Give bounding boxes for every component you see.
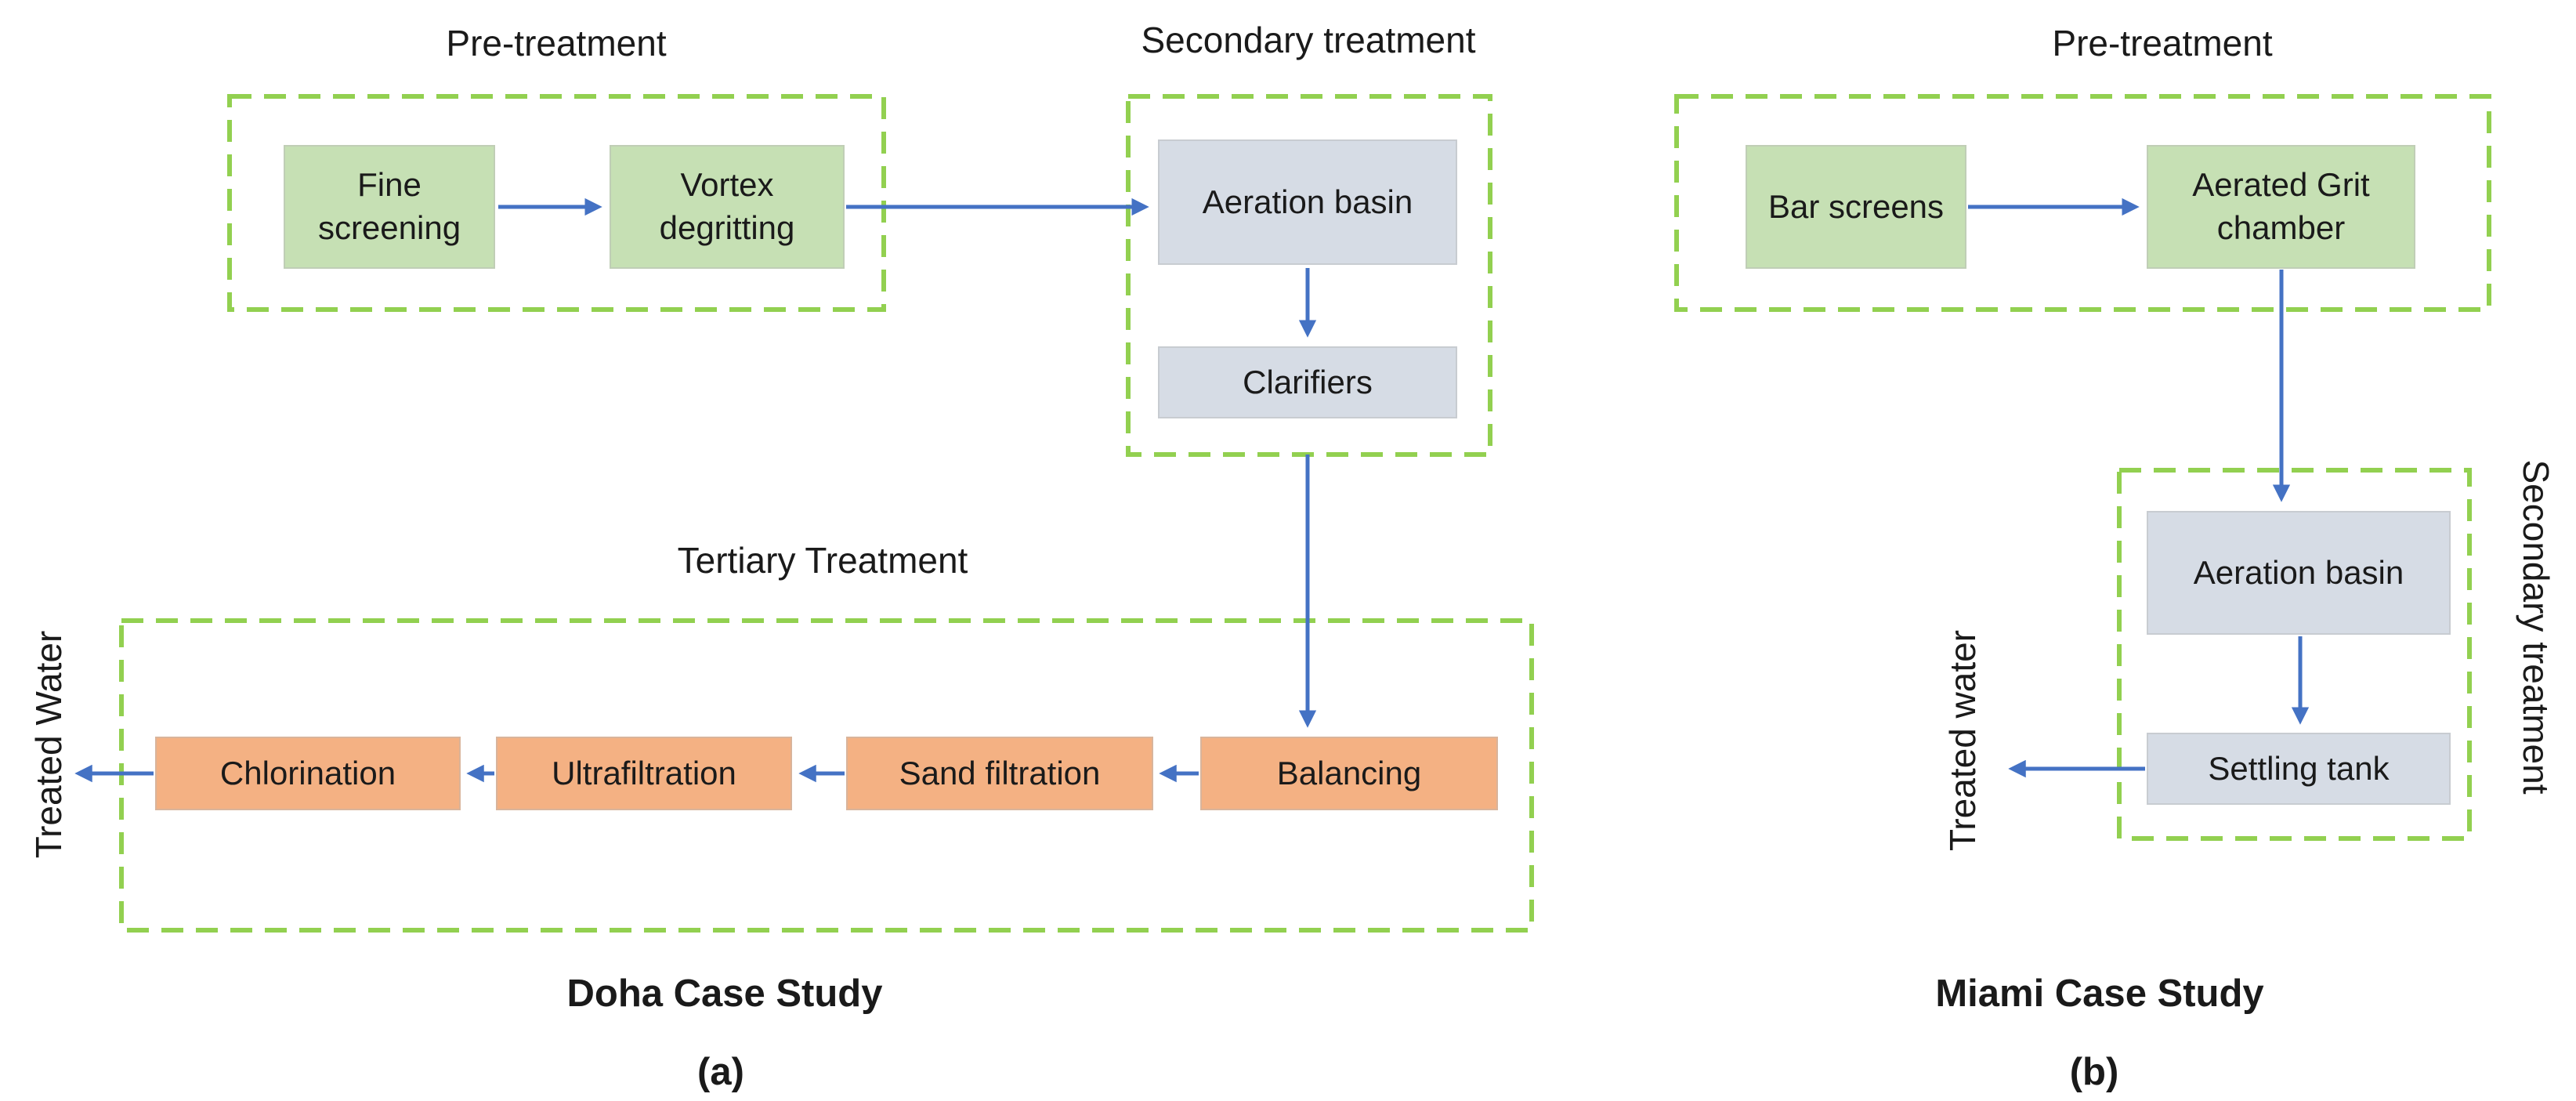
doha-secondary-label: Secondary treatment bbox=[1141, 20, 1476, 60]
doha-pretreatment-label: Pre-treatment bbox=[446, 23, 667, 63]
doha-chlorination-box: Chlorination bbox=[155, 737, 461, 810]
doha-vortex-degritting-box: Vortex degritting bbox=[610, 145, 845, 269]
miami-aeration-basin-box: Aeration basin bbox=[2147, 511, 2451, 635]
doha-ultrafiltration-box: Ultrafiltration bbox=[496, 737, 792, 810]
doha-treated-water-label: Treated Water bbox=[28, 630, 69, 859]
doha-sand-filtration-box: Sand filtration bbox=[846, 737, 1153, 810]
miami-bar-screens-box: Bar screens bbox=[1746, 145, 1966, 269]
miami-panel-tag: (b) bbox=[2069, 1051, 2119, 1093]
miami-secondary-label: Secondary treatment bbox=[2516, 459, 2556, 795]
doha-aeration-basin-box: Aeration basin bbox=[1158, 139, 1457, 265]
miami-treated-water-label: Treated water bbox=[1942, 629, 1983, 852]
miami-caption: Miami Case Study bbox=[1935, 972, 2264, 1015]
miami-aerated-grit-chamber-box: Aerated Grit chamber bbox=[2147, 145, 2415, 269]
doha-panel-tag: (a) bbox=[697, 1051, 744, 1093]
miami-settling-tank-box: Settling tank bbox=[2147, 733, 2451, 805]
doha-fine-screening-box: Fine screening bbox=[284, 145, 495, 269]
doha-clarifiers-box: Clarifiers bbox=[1158, 346, 1457, 418]
doha-tertiary-label: Tertiary Treatment bbox=[677, 540, 968, 581]
miami-pretreatment-label: Pre-treatment bbox=[2052, 23, 2273, 63]
doha-balancing-box: Balancing bbox=[1200, 737, 1498, 810]
doha-caption: Doha Case Study bbox=[566, 972, 883, 1015]
